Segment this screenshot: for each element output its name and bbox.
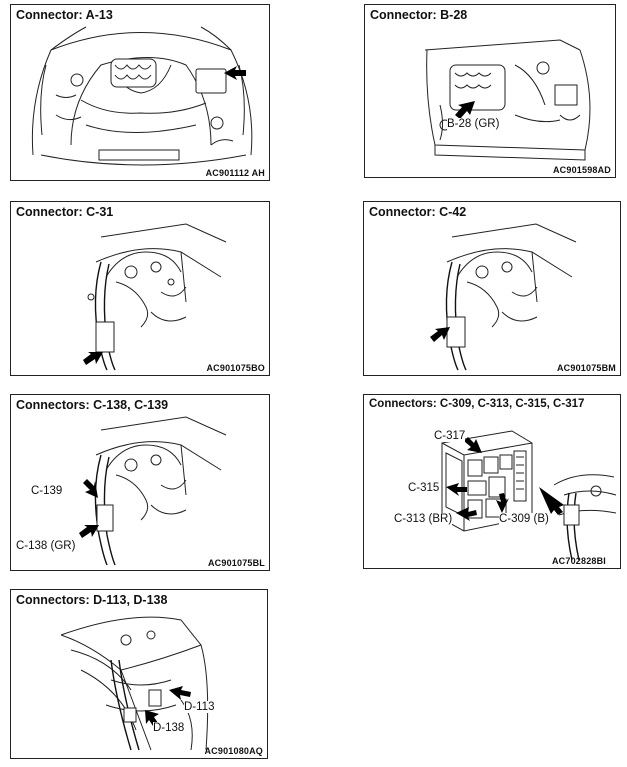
dashboard-harness-illustration	[79, 395, 270, 571]
panel-c309-c317: Connectors: C-309, C-313, C-315, C-317 C…	[363, 394, 621, 569]
panel-a13: Connector: A-13 AC901112 AH	[10, 4, 270, 181]
arrow-icon	[455, 101, 475, 119]
arrow-icon	[446, 483, 467, 496]
panel-c31: Connector: C-31 AC901075BO	[10, 201, 270, 376]
dashboard-harness-illustration	[430, 202, 621, 376]
arrow-icon	[79, 525, 99, 538]
callout-label: D-138	[153, 722, 185, 734]
panel-c42: Connector: C-42 AC901075BM	[363, 201, 621, 376]
panel-b28: Connector: B-28 B-28 (GR) AC901598AD	[364, 4, 616, 178]
callout-label: B-28 (GR)	[447, 118, 500, 130]
figure-code: AC702828BI	[551, 556, 606, 566]
engine-bay-illustration	[365, 5, 616, 178]
figure-code: AC901075BL	[207, 558, 265, 568]
arrow-icon	[496, 493, 509, 513]
dashboard-harness-illustration	[83, 202, 270, 376]
arrow-icon	[169, 686, 191, 700]
panel-title: Connector: C-31	[16, 205, 114, 219]
panel-title: Connectors: C-138, C-139	[16, 398, 169, 412]
panel-title: Connectors: D-113, D-138	[16, 593, 168, 607]
arrow-icon	[539, 487, 564, 515]
panel-d113-d138: Connectors: D-113, D-138 D-113 D-138 AC9…	[10, 589, 268, 759]
panel-c138-c139: Connectors: C-138, C-139 C-139 C-138 (GR…	[10, 394, 270, 571]
callout-label: C-138 (GR)	[16, 540, 76, 552]
panel-title: Connector: B-28	[370, 8, 468, 22]
callout-label: C-309 (B)	[499, 513, 549, 525]
panel-title: Connectors: C-309, C-313, C-315, C-317	[369, 398, 585, 410]
engine-bay-illustration	[11, 5, 270, 181]
panel-title: Connector: C-42	[369, 205, 467, 219]
rear-body-illustration	[11, 590, 268, 759]
callout-label: C-315	[408, 482, 440, 494]
callout-label: C-313 (BR)	[394, 513, 453, 525]
panel-title: Connector: A-13	[16, 8, 113, 22]
arrow-icon	[83, 352, 103, 365]
figure-code: AC901112 AH	[205, 168, 265, 178]
figure-code: AC901080AQ	[204, 746, 263, 756]
callout-label: C-317	[434, 430, 466, 442]
arrow-icon	[224, 66, 246, 80]
junction-block-illustration	[364, 395, 621, 569]
arrow-icon	[456, 507, 477, 521]
arrow-icon	[83, 479, 98, 498]
callout-label: D-113	[184, 701, 215, 713]
figure-code: AC901075BM	[556, 363, 616, 373]
figure-code: AC901598AD	[552, 165, 611, 175]
figure-code: AC901075BO	[206, 363, 265, 373]
callout-label: C-139	[31, 485, 63, 497]
arrow-icon	[430, 327, 450, 342]
arrow-icon	[464, 437, 482, 453]
